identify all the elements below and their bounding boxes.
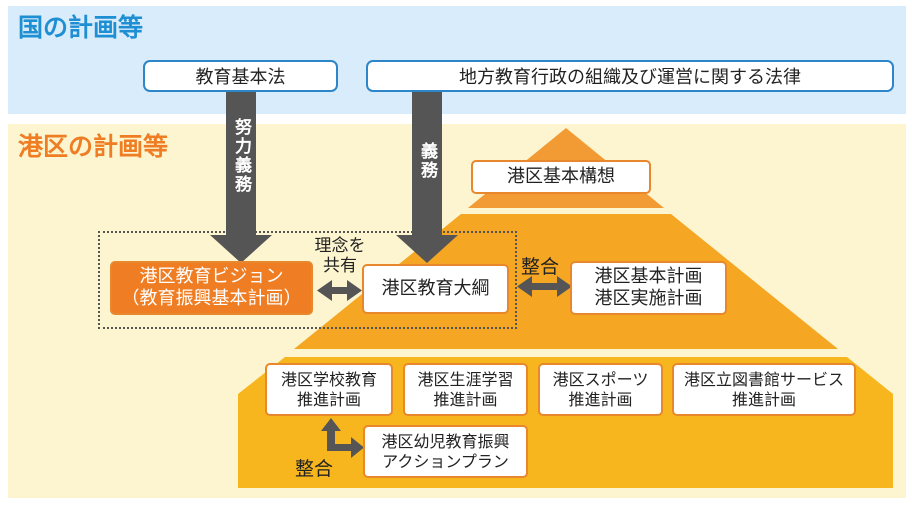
school-education-plan-box: 港区学校教育 推進計画 xyxy=(265,363,393,416)
plan-type: 推進計画 xyxy=(433,389,498,409)
education-vision-box: 港区教育ビジョン （教育振興基本計画） xyxy=(110,261,313,315)
plan-type: アクションプラン xyxy=(382,451,509,471)
obligation-arrow-head-right xyxy=(396,235,458,263)
align-label: 整合 xyxy=(521,256,560,278)
obligation-label: 義務 xyxy=(417,142,437,180)
basic-concept-label: 港区基本構想 xyxy=(507,166,615,188)
law-box-local-education-administration: 地方教育行政の組織及び運営に関する法律 xyxy=(366,60,894,92)
plan-name: 港区スポーツ xyxy=(552,370,649,390)
basic-concept-box: 港区基本構想 xyxy=(471,160,651,194)
share-concept-label: 理念を 共有 xyxy=(307,236,373,277)
education-outline-label: 港区教育大綱 xyxy=(381,278,490,300)
education-vision-subtitle: （教育振興基本計画） xyxy=(121,288,302,309)
implementation-plan-label: 港区実施計画 xyxy=(594,288,703,309)
share-concept-label-line1: 理念を xyxy=(314,236,366,256)
obligation-arrow-head-left xyxy=(210,235,272,263)
plan-type: 推進計画 xyxy=(568,389,633,409)
align-double-arrow xyxy=(517,276,572,297)
share-concept-label-line2: 共有 xyxy=(323,256,357,277)
education-outline-box: 港区教育大綱 xyxy=(362,264,509,314)
plan-type: 推進計画 xyxy=(296,389,361,409)
obligation-arrow-shaft-right xyxy=(412,92,442,235)
align-label-bottom: 整合 xyxy=(295,458,334,480)
sports-plan-box: 港区スポーツ 推進計画 xyxy=(538,363,663,416)
plan-name: 港区幼児教育振興 xyxy=(381,432,510,452)
library-service-plan-box: 港区立図書館サービス 推進計画 xyxy=(672,363,856,416)
minato-section-title: 港区の計画等 xyxy=(18,132,169,161)
obligation-arrow-shaft-left xyxy=(226,92,256,235)
law-box-basic-education: 教育基本法 xyxy=(143,60,338,92)
basic-plan-box: 港区基本計画 港区実施計画 xyxy=(570,261,727,315)
shared-concept-frame xyxy=(98,231,517,329)
effort-obligation-label: 努力義務 xyxy=(231,118,251,194)
plan-type: 推進計画 xyxy=(731,389,796,409)
plan-name: 港区学校教育 xyxy=(280,370,377,390)
share-double-arrow xyxy=(317,280,362,301)
align-bent-arrow xyxy=(321,418,364,458)
basic-plan-label: 港区基本計画 xyxy=(594,266,703,288)
early-childhood-plan-box: 港区幼児教育振興 アクションプラン xyxy=(363,425,528,478)
plan-name: 港区立図書館サービス xyxy=(683,370,844,390)
law-label: 教育基本法 xyxy=(195,67,286,88)
national-section-title: 国の計画等 xyxy=(18,13,144,42)
plan-name: 港区生涯学習 xyxy=(417,370,514,390)
education-vision-title: 港区教育ビジョン xyxy=(139,265,284,287)
lifelong-learning-plan-box: 港区生涯学習 推進計画 xyxy=(403,363,528,416)
law-label: 地方教育行政の組織及び運営に関する法律 xyxy=(459,67,801,88)
